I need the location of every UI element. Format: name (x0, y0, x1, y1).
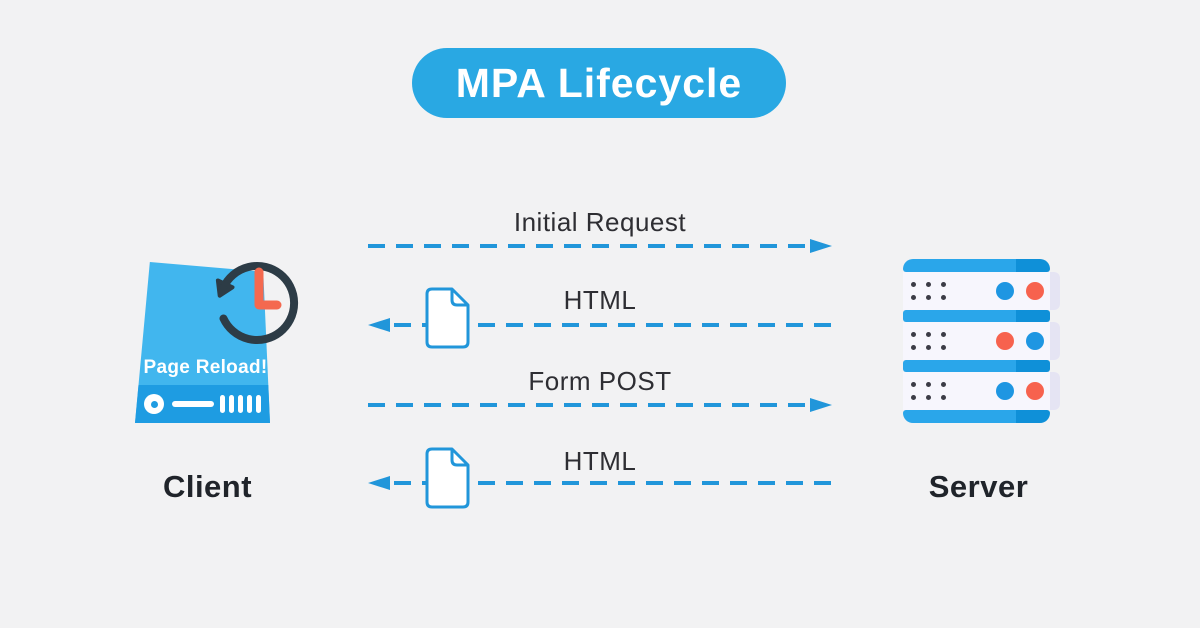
server-unit (903, 272, 1060, 310)
drive-slot-icon (172, 401, 214, 407)
arrow-left-html-2 (368, 476, 832, 490)
document-icon (425, 447, 470, 509)
server-unit (903, 372, 1060, 410)
led-blue-icon (996, 382, 1014, 400)
server-rail (903, 410, 1050, 423)
server-rail (903, 360, 1050, 372)
server-rail (903, 259, 1050, 272)
document-icon (425, 287, 470, 349)
vent-dots-icon (911, 332, 946, 350)
status-leds (996, 332, 1044, 350)
led-blue-icon (1026, 332, 1044, 350)
client-label: Client (162, 469, 253, 504)
status-leds (996, 282, 1044, 300)
vent-dots-icon (911, 382, 946, 400)
arrow-left-html-1 (368, 318, 832, 332)
led-red-icon (1026, 282, 1044, 300)
led-red-icon (1026, 382, 1044, 400)
led-blue-icon (996, 282, 1014, 300)
message-label-form-post: Form POST (528, 366, 672, 396)
arrow-right-form-post (368, 398, 832, 412)
server-label: Server (928, 469, 1029, 504)
message-label-initial-request: Initial Request (513, 207, 687, 237)
led-red-icon (996, 332, 1014, 350)
vent-bars-icon (220, 395, 261, 413)
arrow-right-initial-request (368, 239, 832, 253)
message-label-html-2: HTML (563, 446, 637, 476)
status-leds (996, 382, 1044, 400)
client-icon: Page Reload! (135, 257, 305, 427)
vent-dots-icon (911, 282, 946, 300)
reload-clock-icon (215, 262, 299, 344)
server-unit (903, 322, 1060, 360)
server-icon (903, 259, 1060, 423)
message-label-html-1: HTML (563, 285, 637, 315)
page-title: MPA Lifecycle (455, 59, 743, 106)
title-badge: MPA Lifecycle (412, 48, 786, 118)
power-knob-icon (144, 394, 164, 414)
page-reload-badge: Page Reload! (143, 357, 268, 378)
server-rail (903, 310, 1050, 322)
client-base-panel (135, 385, 270, 423)
